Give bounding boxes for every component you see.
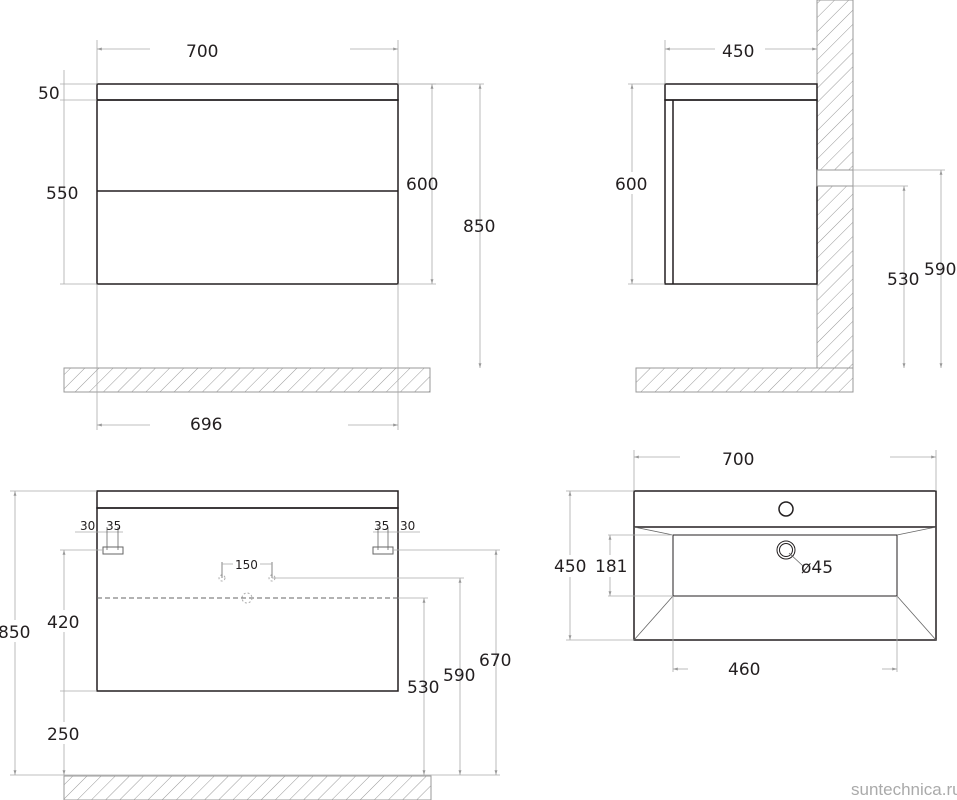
cabinet-body [664,99,818,285]
dim-top-thickness: 50 [38,84,60,104]
watermark: suntechnica.ru [851,780,957,799]
floor-hatch [635,367,854,393]
cabinet-body [96,507,399,692]
bracket-left [102,546,124,555]
cabinet-body [96,99,399,285]
side-view: 450 600 530 590 [614,0,956,393]
faucet-hole [778,501,794,517]
dim-left-bracket: 35 [106,519,121,533]
front-view: 700 50 550 600 850 696 [38,40,495,435]
basin-bowl [672,534,898,597]
dim-left-offset: 30 [80,519,95,533]
dim-total-height: 850 [0,623,30,643]
dim-drain-height: 530 [407,678,439,698]
dim-width: 700 [722,450,754,470]
dim-bottom-width: 696 [190,415,222,435]
dim-width-top: 700 [186,42,218,62]
dim-body-height: 550 [46,184,78,204]
floor-hatch [63,775,432,800]
back-view: 30 35 35 30 150 850 420 250 530 590 670 [0,490,511,800]
dim-basin-width: 460 [728,660,760,680]
dim-lower: 250 [47,725,79,745]
drain-inner [779,543,793,557]
dim-right-bracket: 35 [374,519,389,533]
countertop [96,83,399,101]
countertop [96,490,399,509]
dim-drain-diameter: ø45 [801,558,833,578]
countertop [664,83,818,101]
dim-right-offset: 30 [400,519,415,533]
drain-hole [241,592,253,604]
dim-cabinet-height: 600 [615,175,647,195]
dim-depth: 450 [722,42,754,62]
dim-pipe-high: 590 [924,260,956,280]
washbasin-outline [633,490,937,641]
dim-pipe-low: 530 [887,270,919,290]
dim-upper: 420 [47,613,79,633]
dim-mount-height: 850 [463,217,495,237]
pipe [816,169,854,187]
dim-cabinet-height: 600 [406,175,438,195]
dim-supply-height: 590 [443,666,475,686]
dim-bracket-height: 670 [479,651,511,671]
dim-depth: 450 [554,557,586,577]
dim-hole-spacing: 150 [235,558,258,572]
dim-basin-depth: 181 [595,557,627,577]
drain-outer [776,540,796,560]
bracket-right [372,546,394,555]
top-view: ø45 700 450 181 460 [553,450,937,680]
floor-hatch [63,367,431,393]
